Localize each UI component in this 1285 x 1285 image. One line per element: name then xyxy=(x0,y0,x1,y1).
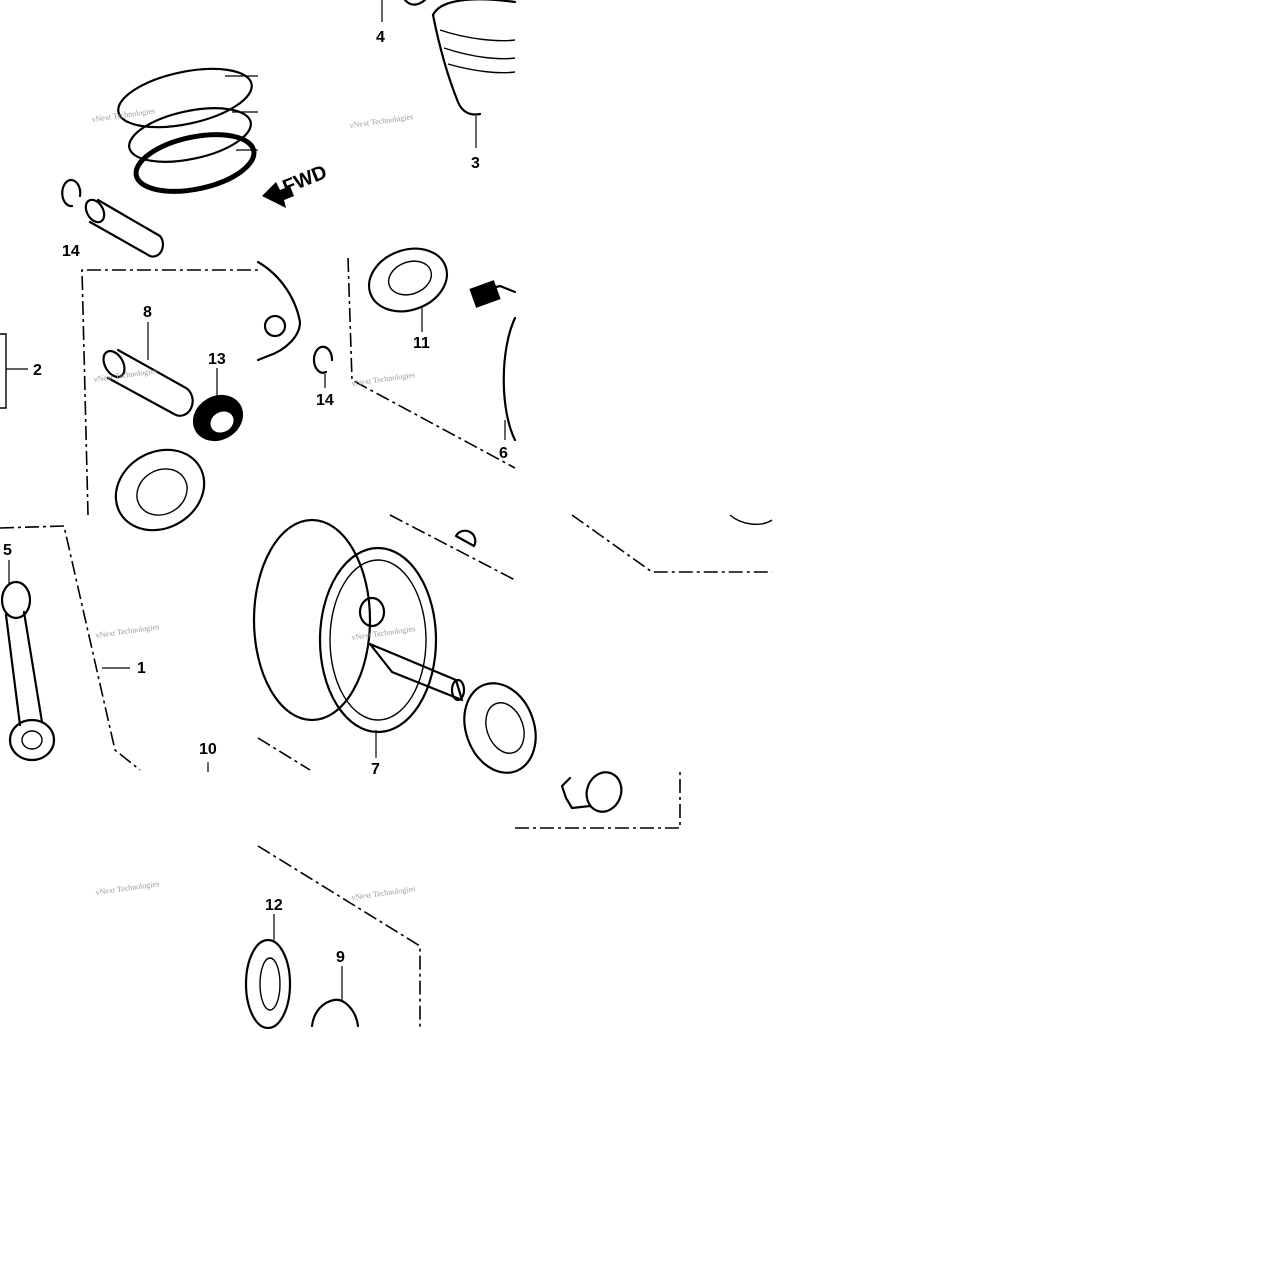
frame-right xyxy=(571,514,773,573)
piston-pin-upper xyxy=(84,198,165,258)
callout-14-lower: 14 xyxy=(316,392,334,409)
timing-gear xyxy=(310,966,360,1028)
callout-10: 10 xyxy=(199,741,217,758)
frame-rod xyxy=(0,525,209,772)
crankshaft-flywheel xyxy=(252,518,477,758)
watermark-7: vNext Technologies xyxy=(95,879,160,897)
crank-bearing-right xyxy=(463,682,537,774)
callout-7: 7 xyxy=(371,761,380,778)
callout-1: 1 xyxy=(137,660,146,677)
watermark-6: vNext Technologies xyxy=(351,624,416,642)
crankshaft-right xyxy=(469,280,517,442)
frame-left xyxy=(0,269,258,516)
plug-illustration xyxy=(515,771,681,829)
callout-13: 13 xyxy=(208,351,226,368)
callout-9: 9 xyxy=(336,949,345,966)
watermark-4: vNext Technologies xyxy=(351,370,416,388)
callout-8: 8 xyxy=(143,304,152,321)
frame-crank xyxy=(257,514,516,771)
fwd-label: FWD xyxy=(280,161,330,198)
callout-3: 3 xyxy=(471,155,480,172)
watermark-1: vNext Technologies xyxy=(91,106,156,124)
callout-12: 12 xyxy=(265,897,283,914)
callout-6: 6 xyxy=(499,445,508,462)
callout-4: 4 xyxy=(376,29,385,46)
connecting-rod xyxy=(0,560,56,762)
watermark-2: vNext Technologies xyxy=(349,112,414,130)
crank-bearing-left xyxy=(114,448,206,532)
piston-illustration xyxy=(381,0,517,148)
bearing-12 xyxy=(244,914,292,1030)
frame-center xyxy=(347,257,516,469)
bearing-11 xyxy=(367,247,449,332)
needle-bearing xyxy=(192,368,244,442)
clip-14-lower xyxy=(312,345,334,388)
callout-14-upper: 14 xyxy=(62,243,80,260)
forward-arrow xyxy=(262,182,294,208)
callout-11: 11 xyxy=(413,335,430,352)
callouts: 4 3 14 8 13 2 11 14 6 5 1 10 7 12 9 xyxy=(3,29,508,966)
callout-2: 2 xyxy=(33,362,42,379)
piston-pin-clip-upper xyxy=(61,178,82,208)
callout-5: 5 xyxy=(3,542,12,559)
piston-lower-partial xyxy=(256,260,302,362)
frame-bottom xyxy=(257,845,421,1028)
watermark-5: vNext Technologies xyxy=(95,622,160,640)
watermark-8: vNext Technologies xyxy=(351,884,416,902)
piston-pin-lower xyxy=(102,322,194,417)
piston-rings-illustration xyxy=(117,67,258,194)
